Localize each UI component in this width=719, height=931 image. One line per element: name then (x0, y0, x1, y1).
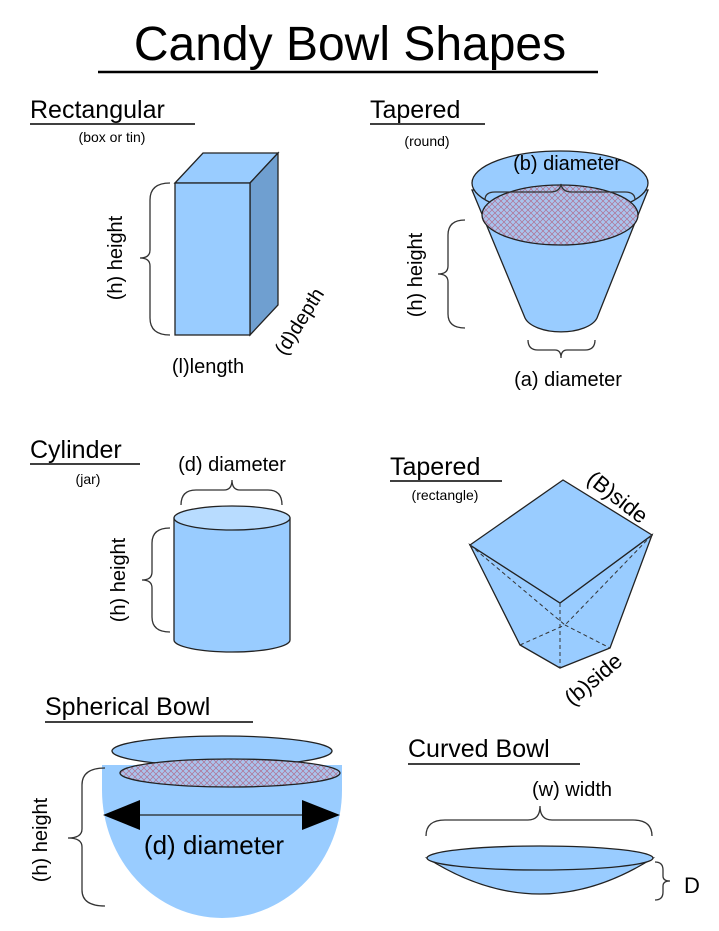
frustum-top (468, 479, 654, 604)
height-brace (67, 767, 106, 907)
curved-bowl-section: Curved Bowl (w) width D (408, 735, 700, 901)
bowl-fill-level (119, 758, 341, 788)
cone-fill-level (481, 184, 639, 246)
tapered-rect-heading: Tapered (390, 453, 480, 481)
box-front (174, 182, 251, 336)
depth-brace (654, 861, 671, 901)
cylinder-heading: Cylinder (30, 436, 122, 464)
rectangular-section: Rectangular (box or tin) (h) height (l)l… (30, 96, 329, 378)
top-brace (484, 183, 636, 201)
page-title: Candy Bowl Shapes (134, 18, 566, 71)
cylinder-sub: (jar) (76, 471, 101, 487)
diameter-brace (180, 479, 283, 506)
curved-heading: Curved Bowl (408, 735, 550, 763)
cylinder-body (173, 517, 291, 653)
arrow-left-icon (103, 800, 140, 830)
curved-bowl-top (426, 845, 654, 871)
curved-width-label: (w) width (532, 779, 612, 801)
tapered-rect-sub: (rectangle) (412, 487, 479, 503)
height-brace (437, 219, 466, 329)
height-brace (141, 527, 171, 633)
curved-depth-label: D (684, 873, 700, 898)
bottom-brace (527, 339, 596, 359)
width-brace (425, 805, 653, 837)
rectangular-sub: (box or tin) (79, 129, 146, 145)
arrow-right-icon (302, 800, 340, 830)
cylinder-diameter-label: (d) diameter (178, 454, 286, 476)
cylinder-section: Cylinder (jar) (d) diameter (h) height (30, 436, 291, 653)
tapered-round-top-label: (b) diameter (513, 153, 621, 175)
rectangular-length-label: (l)length (172, 356, 244, 378)
tapered-rectangle-section: Tapered (rectangle) (B)side (b)side (390, 453, 654, 710)
spherical-heading: Spherical Bowl (45, 693, 210, 721)
spherical-height-label: (h) height (30, 797, 52, 882)
tapered-round-bottom-label: (a) diameter (514, 369, 622, 391)
cylinder-top (173, 505, 291, 531)
tapered-round-sub: (round) (404, 133, 449, 149)
tapered-round-heading: Tapered (370, 96, 460, 124)
bowl-body (102, 765, 342, 918)
tapered-round-height-label: (h) height (405, 232, 427, 317)
spherical-bowl-section: Spherical Bowl (d) diameter (h) height (30, 693, 342, 918)
hidden-edges (469, 534, 653, 668)
rectangular-heading: Rectangular (30, 96, 165, 124)
cylinder-height-label: (h) height (108, 537, 130, 622)
spherical-diameter-label: (d) diameter (144, 830, 284, 860)
height-brace (139, 182, 171, 336)
rectangular-height-label: (h) height (105, 215, 127, 300)
box-side (249, 151, 279, 337)
rectangular-depth-label: (d)depth (271, 284, 329, 359)
tapered-round-section: Tapered (round) (b) diameter (h) height … (370, 96, 649, 391)
